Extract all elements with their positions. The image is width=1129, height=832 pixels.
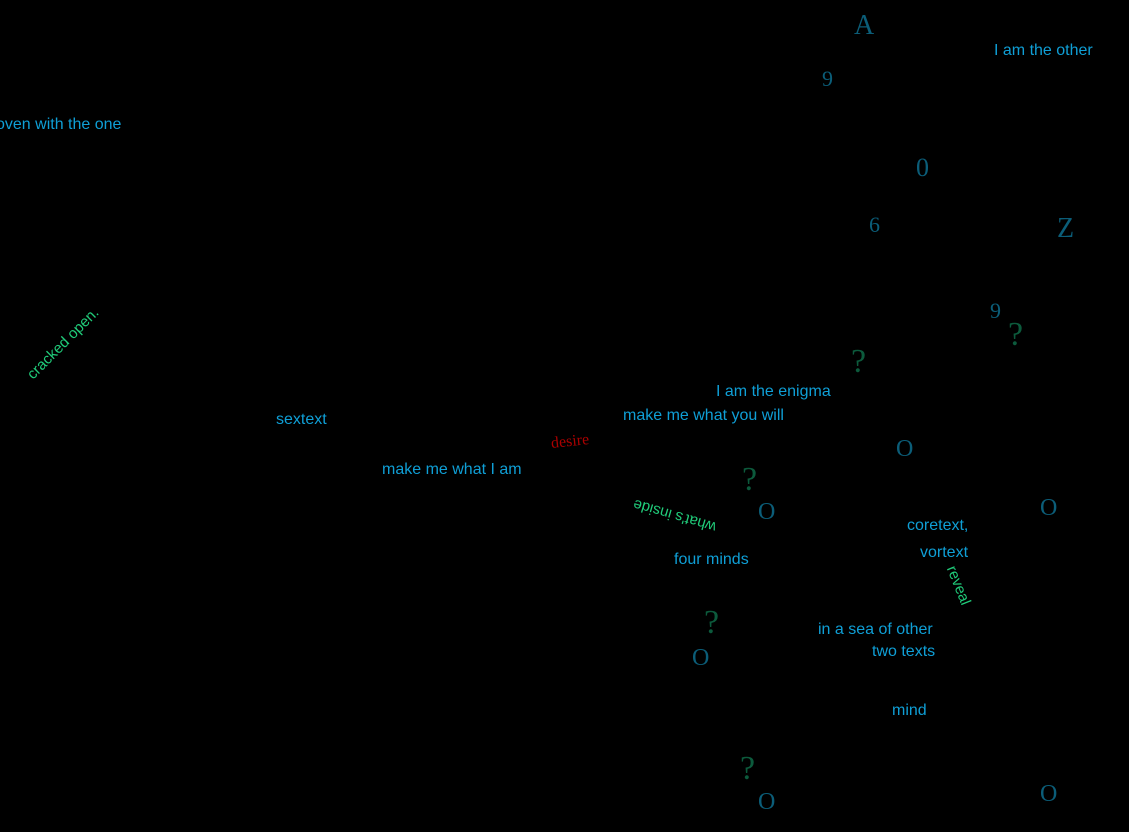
text-mind: mind (892, 702, 927, 719)
glyph-question: ? (851, 343, 867, 380)
text-two-texts: two texts (872, 643, 936, 660)
glyph-nine-2: 9 (990, 298, 1001, 323)
glyph-question: ? (1008, 316, 1024, 353)
text-coretext: coretext, (907, 517, 969, 534)
text-sea: in a sea of other (818, 621, 933, 638)
glyph-o: O (692, 645, 710, 671)
text-other: I am the other (994, 42, 1093, 59)
text-woven: oven with the one (0, 116, 122, 133)
text-desire: desire (550, 431, 590, 452)
text-reveal: reveal (942, 563, 974, 608)
glyph-o: O (1040, 781, 1058, 807)
glyph-z: Z (1057, 213, 1075, 244)
glyph-o: O (896, 436, 914, 462)
text-make-will: make me what you will (623, 407, 784, 424)
glyph-question: ? (704, 604, 720, 641)
text-four-minds: four minds (674, 551, 749, 568)
glyph-six: 6 (869, 212, 880, 237)
text-cracked: cracked open. (23, 304, 103, 383)
glyph-o: O (758, 789, 776, 815)
text-enigma: I am the enigma (716, 383, 831, 400)
glyph-a: A (854, 10, 875, 41)
glyph-question: ? (740, 750, 756, 787)
glyph-question: ? (742, 461, 758, 498)
glyph-o: O (1040, 495, 1058, 521)
text-whats-inside: what's inside (631, 495, 719, 536)
text-sextext: sextext (276, 411, 327, 428)
glyph-zero: 0 (916, 153, 929, 182)
glyph-o: O (758, 499, 776, 525)
glyph-nine: 9 (822, 66, 833, 91)
text-make-am: make me what I am (382, 461, 522, 478)
text-vortext: vortext (920, 544, 969, 561)
